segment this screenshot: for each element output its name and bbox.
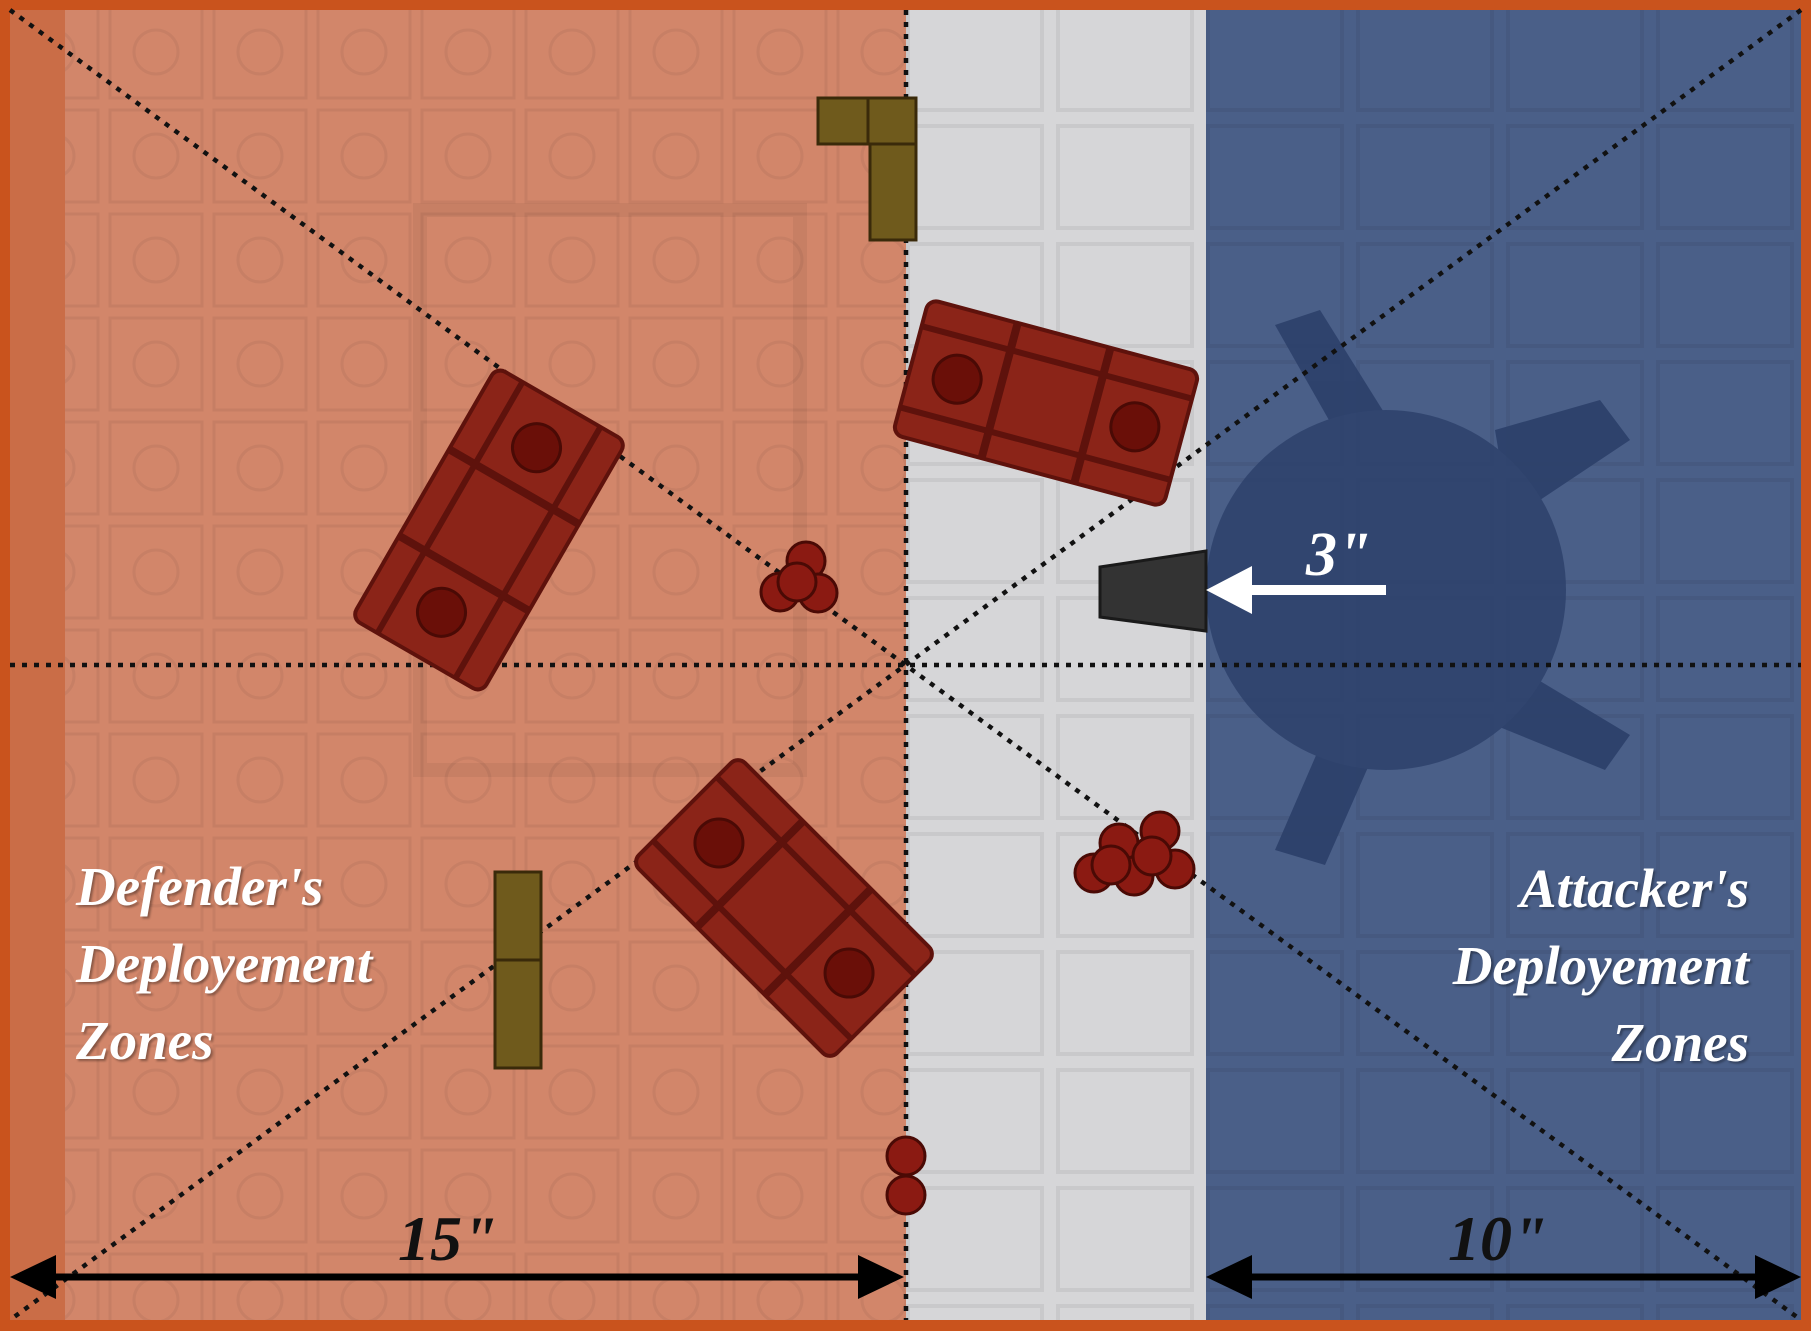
defender-label-line-2: Deployement [76,933,373,994]
defender-building-outline [413,203,807,777]
attacker-zone-label: Attacker's Deployement Zones [1453,850,1749,1081]
double-arrow-icon-attacker [1206,1255,1801,1299]
crate-terrain-left [353,368,625,692]
defender-depth-label: 15" [398,1203,498,1274]
attacker-label-line-2: Deployement [1452,935,1749,996]
attacker-label-line-1: Attacker's [1519,858,1749,919]
defender-zone-label: Defender's Deployement Zones [76,848,372,1079]
squad-bottom-center [885,1135,927,1216]
gun-emplacement [1098,549,1208,633]
attacker-label-line-3: Zones [1611,1012,1750,1073]
barricade-top [816,96,918,242]
crate-terrain-bottom [634,758,934,1058]
gun-range-label: 3" [1306,521,1372,589]
squad-center-left [759,540,839,614]
barricade-bottom [493,870,543,1070]
defender-label-line-3: Zones [76,1010,214,1071]
crate-terrain-top [892,299,1200,507]
double-arrow-icon [10,1255,904,1299]
squad-right [1073,810,1196,897]
attacker-depth-label: 10" [1448,1203,1548,1274]
defender-label-line-1: Defender's [76,856,324,917]
arrow-left-icon [1206,566,1386,614]
